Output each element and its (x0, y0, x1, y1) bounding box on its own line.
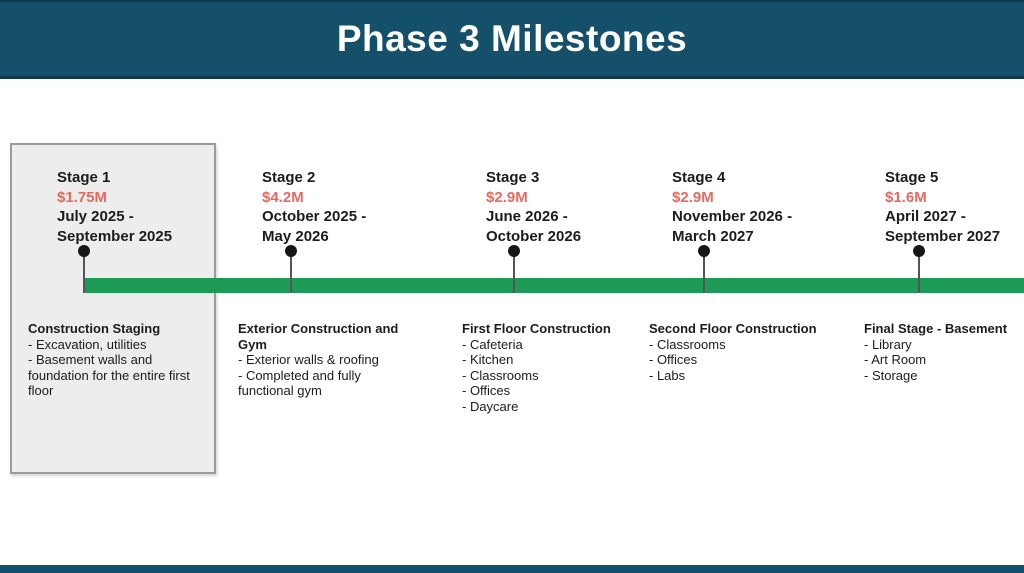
stage-description-1: Construction Staging - Excavation, utili… (28, 321, 200, 399)
description-item: - Exterior walls & roofing (238, 352, 379, 367)
stage-dates-line2: May 2026 (262, 227, 329, 245)
timeline-bar (85, 278, 1024, 293)
stage-heading-1: Stage 1 $1.75M July 2025 - September 202… (57, 168, 172, 246)
stage-dates-line2: September 2027 (885, 227, 1001, 245)
stage-dates-line2: October 2026 (486, 227, 582, 245)
description-item: - Classrooms (649, 336, 726, 352)
description-item: - Daycare (462, 398, 519, 414)
stage-name: Stage 4 (672, 169, 726, 186)
stage-dates-line1: June 2026 - (486, 208, 568, 225)
stage-description-4: Second Floor Construction - Classrooms- … (649, 321, 829, 383)
description-list: - Excavation, utilities- Basement walls … (28, 337, 200, 399)
description-item: - Basement walls and foundation for the … (28, 352, 190, 398)
stage-description-2: Exterior Construction and Gym - Exterior… (238, 321, 400, 399)
description-title: Exterior Construction and Gym (238, 321, 399, 352)
description-item: - Art Room (864, 352, 927, 367)
description-item: - Offices (649, 352, 698, 367)
header-bar: Phase 3 Milestones (0, 0, 1024, 79)
stage-heading-2: Stage 2 $4.2M October 2025 - May 2026 (262, 168, 366, 246)
timeline-dot (913, 245, 925, 257)
description-item: - Storage (864, 367, 918, 383)
description-title: Second Floor Construction (649, 321, 817, 336)
stage-cost: $1.75M (57, 188, 108, 206)
stage-name: Stage 5 (885, 169, 939, 186)
timeline-connector (513, 253, 515, 293)
timeline-dot (78, 245, 90, 257)
stage-cost: $2.9M (672, 188, 714, 206)
description-item: - Completed and fully functional gym (238, 367, 361, 399)
timeline-connector (290, 253, 292, 293)
description-item: - Kitchen (462, 352, 514, 367)
timeline-dot (285, 245, 297, 257)
stage-dates-line2: March 2027 (672, 227, 754, 245)
timeline-dot (698, 245, 710, 257)
page-title: Phase 3 Milestones (336, 18, 688, 59)
timeline-dot (508, 245, 520, 257)
stage-dates-line1: July 2025 - (57, 208, 134, 225)
stage-cost: $1.6M (885, 188, 927, 206)
stage-cost: $2.9M (486, 188, 528, 206)
stage-heading-4: Stage 4 $2.9M November 2026 - March 2027 (672, 168, 792, 246)
description-item: - Cafeteria (462, 336, 523, 352)
description-list: - Classrooms- Offices- Labs (649, 337, 829, 384)
stage-heading-5: Stage 5 $1.6M April 2027 - September 202… (885, 168, 1000, 246)
description-list: - Cafeteria- Kitchen- Classrooms- Office… (462, 337, 622, 415)
description-title: Final Stage - Basement (864, 321, 1008, 336)
stage-dates-line1: November 2026 - (672, 208, 793, 225)
stage-description-5: Final Stage - Basement - Library- Art Ro… (864, 321, 1019, 383)
timeline-connector (83, 253, 85, 293)
timeline-connector (918, 253, 920, 293)
stage-name: Stage 1 (57, 169, 111, 186)
description-list: - Exterior walls & roofing- Completed an… (238, 352, 400, 399)
description-list: - Library- Art Room- Storage (864, 337, 1019, 384)
stage-name: Stage 3 (486, 169, 540, 186)
description-title: Construction Staging (28, 321, 161, 336)
stage-cost: $4.2M (262, 188, 304, 206)
footer-bar (0, 565, 1024, 573)
stage1-highlight-box (10, 143, 216, 474)
stage-description-3: First Floor Construction - Cafeteria- Ki… (462, 321, 622, 414)
stage-dates-line1: October 2025 - (262, 208, 367, 225)
description-item: - Excavation, utilities (28, 336, 147, 352)
description-item: - Offices (462, 383, 511, 398)
stage-heading-3: Stage 3 $2.9M June 2026 - October 2026 (486, 168, 581, 246)
stage-dates-line2: September 2025 (57, 227, 173, 245)
description-item: - Labs (649, 367, 686, 383)
description-title: First Floor Construction (462, 321, 611, 336)
description-item: - Library (864, 336, 912, 352)
timeline-connector (703, 253, 705, 293)
stage-name: Stage 2 (262, 169, 316, 186)
stage-dates-line1: April 2027 - (885, 208, 966, 225)
description-item: - Classrooms (462, 367, 539, 383)
